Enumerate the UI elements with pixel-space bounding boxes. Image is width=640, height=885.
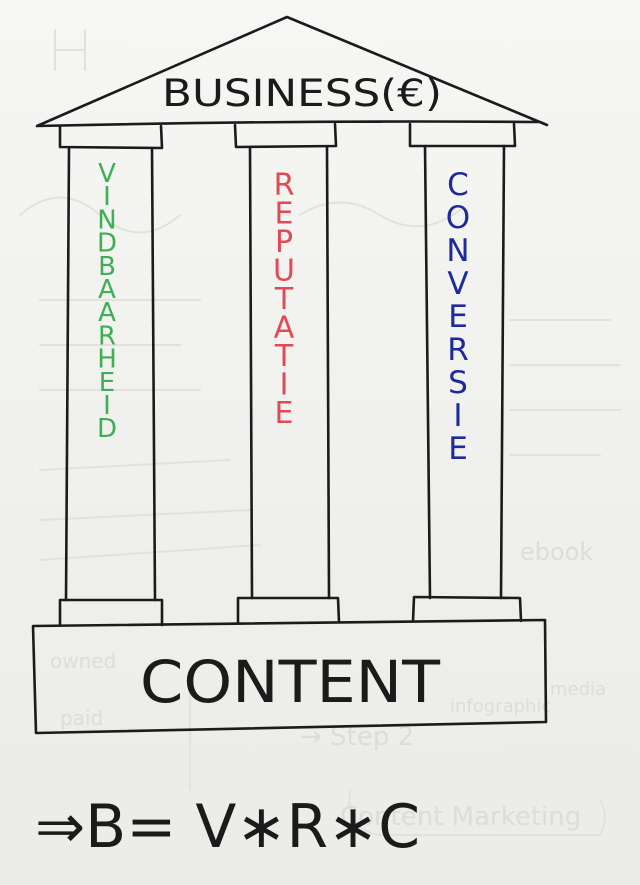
- ghost-ebook-note: ebook: [520, 538, 593, 566]
- pillar-label-letter: I: [280, 368, 289, 403]
- pillar-label-letter: I: [103, 391, 111, 421]
- pillar-3-base: [411, 595, 523, 623]
- pillar-2-base: [236, 596, 341, 624]
- ghost-scribble: [54, 29, 86, 71]
- pillar-label-letter: E: [275, 396, 294, 431]
- pillar-label-letter: H: [97, 345, 117, 375]
- ghost-scribble: [19, 196, 181, 234]
- ghost-scribble: [39, 299, 201, 391]
- pillar-2-capital: [233, 122, 338, 149]
- pillar-label-letter: D: [97, 229, 117, 259]
- pillar-label-letter: V: [447, 266, 468, 302]
- pillar-label-letter: R: [447, 332, 469, 368]
- pillar-label-letter: O: [446, 200, 470, 236]
- pillar-label-letter: E: [275, 197, 294, 232]
- pillar-1-capital: [58, 124, 164, 150]
- ghost-owned-note: owned: [50, 649, 116, 673]
- pillar-label-letter: A: [98, 298, 116, 328]
- ghost-content-marketing-note: Content Marketing: [340, 802, 581, 832]
- pillar-label-letter: R: [274, 168, 295, 203]
- temple-roof: [35, 15, 549, 128]
- pillar-label-letter: P: [275, 225, 293, 260]
- ghost-scribble: [509, 319, 621, 456]
- pillar-1-shaft: [64, 146, 157, 602]
- ghost-scribble: [39, 459, 261, 561]
- ghost-media-note: media: [550, 679, 606, 700]
- pillar-label-letter: E: [99, 368, 115, 398]
- ghost-scribble: [299, 201, 461, 228]
- ghost-infographic-note: infographic: [450, 696, 551, 717]
- background-ghost-notes: → Step 2 Content Marketing media infogra…: [19, 29, 621, 836]
- pillar-label-letter: I: [453, 398, 462, 434]
- pillar-3-capital: [408, 122, 517, 148]
- pillar-label-letter: T: [274, 339, 294, 374]
- pillar-2-shaft: [248, 145, 331, 600]
- pillar-label-letter: A: [274, 311, 295, 346]
- pillar-label-letter: N: [446, 233, 469, 269]
- roof-label: BUSINESS(€): [162, 72, 442, 115]
- pillar-label-letter: A: [98, 275, 116, 305]
- pillar-label-letter: S: [448, 365, 468, 401]
- pillar-label-letter: B: [98, 252, 116, 282]
- pillar-1-base: [58, 598, 164, 627]
- pillar-3-shaft: [423, 144, 506, 600]
- pillar-label-letter: N: [97, 205, 116, 235]
- pillar-label-letter: E: [448, 431, 468, 467]
- content-foundation: [31, 618, 548, 735]
- pillar-label-letter: R: [98, 321, 116, 351]
- pillar-label-letter: I: [103, 182, 111, 212]
- formula-text: ⇒B= V∗R∗C: [35, 792, 420, 862]
- pillar-label-letter: V: [98, 159, 116, 189]
- pillar-label-letter: D: [97, 414, 117, 444]
- pillar-label-letter: C: [447, 167, 469, 203]
- pillar-label-letter: T: [274, 282, 294, 317]
- pillar-label-letter: E: [448, 299, 468, 335]
- pillar-label-letter: U: [273, 254, 295, 289]
- ghost-scribble: [348, 789, 606, 836]
- ghost-paid-note: paid: [60, 706, 103, 730]
- foundation-label: CONTENT: [140, 648, 441, 716]
